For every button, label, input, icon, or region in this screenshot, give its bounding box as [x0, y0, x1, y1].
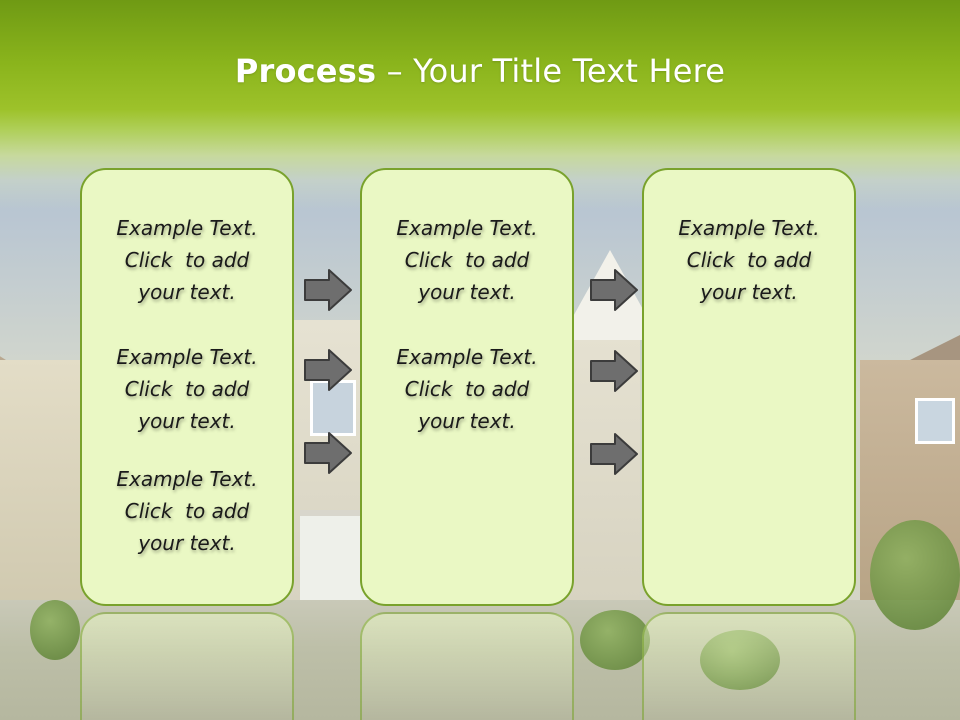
- process-step-box-2[interactable]: Example Text. Click to add your text. Ex…: [360, 168, 574, 606]
- process-step-box-3[interactable]: Example Text. Click to add your text.: [642, 168, 856, 606]
- right-arrow-icon: [590, 350, 638, 392]
- right-arrow-icon: [304, 432, 352, 474]
- process-step-box-1[interactable]: Example Text. Click to add your text. Ex…: [80, 168, 294, 606]
- placeholder-text[interactable]: Example Text. Click to add your text.: [396, 345, 538, 433]
- right-arrow-icon: [590, 433, 638, 475]
- box-reflection: [80, 612, 294, 720]
- title-bold: Process: [234, 52, 377, 90]
- placeholder-text[interactable]: Example Text. Click to add your text.: [116, 467, 258, 555]
- placeholder-text[interactable]: Example Text. Click to add your text.: [678, 216, 820, 304]
- placeholder-text[interactable]: Example Text. Click to add your text.: [116, 216, 258, 304]
- shrub: [580, 610, 650, 670]
- slide-title[interactable]: Process – Your Title Text Here: [0, 52, 960, 90]
- shrub: [30, 600, 80, 660]
- right-arrow-icon: [304, 269, 352, 311]
- house-left: [0, 360, 90, 620]
- box-reflection: [642, 612, 856, 720]
- placeholder-text[interactable]: Example Text. Click to add your text.: [116, 345, 258, 433]
- right-arrow-icon: [304, 349, 352, 391]
- box-reflection: [360, 612, 574, 720]
- right-arrow-icon: [590, 269, 638, 311]
- house-window: [915, 398, 955, 444]
- shrub: [870, 520, 960, 630]
- placeholder-text[interactable]: Example Text. Click to add your text.: [396, 216, 538, 304]
- title-rest: – Your Title Text Here: [376, 52, 726, 90]
